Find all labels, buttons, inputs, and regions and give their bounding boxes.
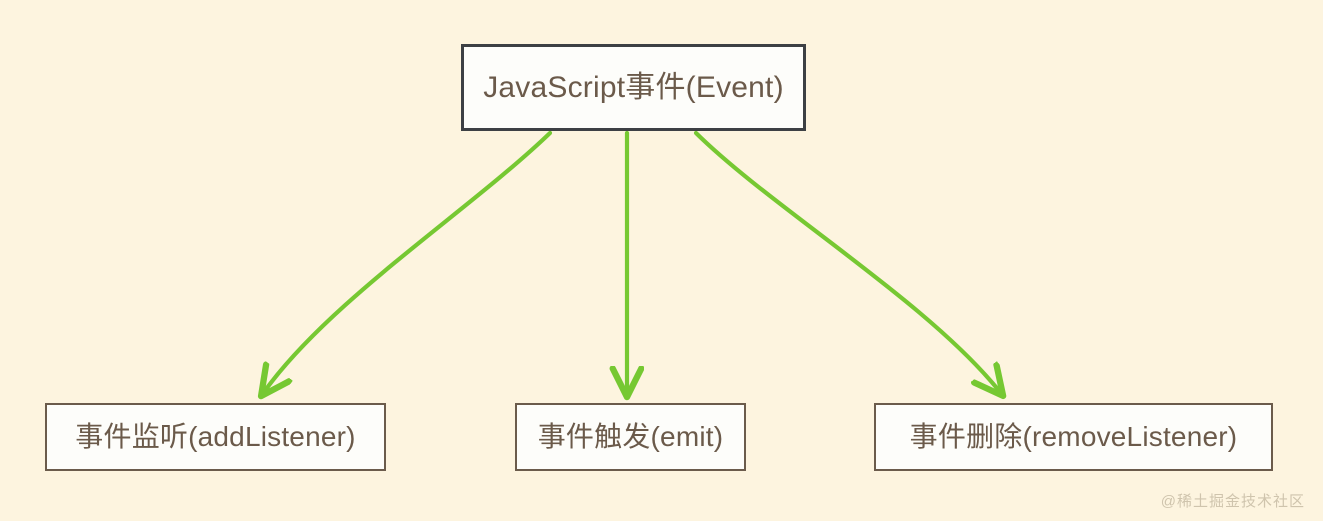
watermark: @稀土掘金技术社区 (1160, 493, 1305, 510)
node-remove-listener[interactable]: 事件删除(removeListener) (874, 403, 1273, 471)
node-remove-listener-label: 事件删除(removeListener) (909, 421, 1238, 452)
edge-root-to-add-listener (264, 130, 553, 392)
node-add-listener-label: 事件监听(addListener) (75, 421, 356, 452)
node-add-listener[interactable]: 事件监听(addListener) (45, 403, 386, 471)
node-emit[interactable]: 事件触发(emit) (515, 403, 746, 471)
node-root-label: JavaScript事件(Event) (483, 70, 784, 104)
edge-root-to-remove-listener (693, 130, 1000, 392)
node-emit-label: 事件触发(emit) (537, 421, 724, 452)
node-root[interactable]: JavaScript事件(Event) (461, 44, 806, 131)
